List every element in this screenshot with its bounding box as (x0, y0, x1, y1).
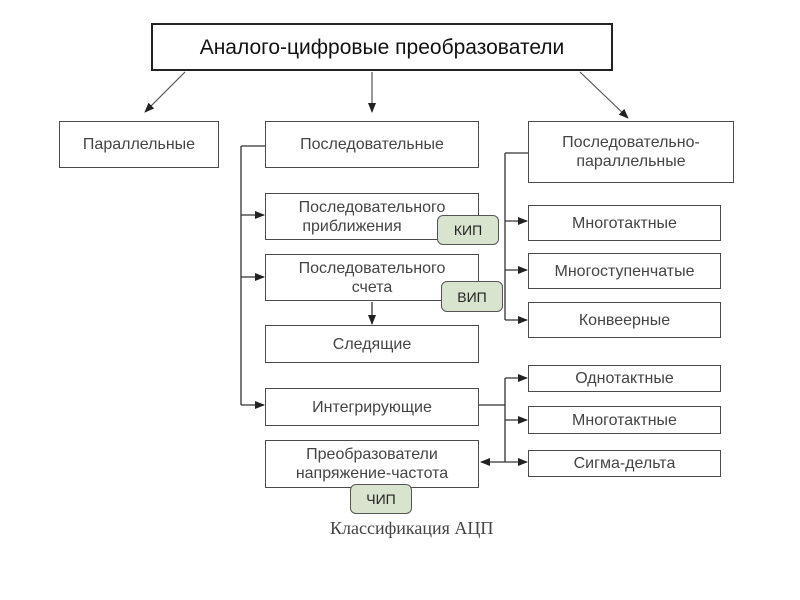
box-int-multicycle: Многотактные (528, 406, 721, 434)
box-sequential: Последовательные (265, 121, 479, 168)
badge-chip: ЧИП (350, 484, 412, 514)
badge-vip-text: ВИП (457, 288, 487, 305)
title-box: Аналого-цифровые преобразователи (151, 23, 613, 71)
box-single-cycle: Однотактные (528, 365, 721, 392)
title-text: Аналого-цифровые преобразователи (199, 35, 565, 59)
box-parallel: Параллельные (59, 121, 219, 168)
badge-kip-text: КИП (453, 222, 483, 238)
label-single-cycle: Однотактные (575, 370, 674, 387)
box-tracking: Следящие (265, 325, 479, 363)
label-count-2: счета (351, 278, 393, 296)
figure-caption: Классификация АЦП (330, 518, 494, 538)
label-seq-parallel-2: параллельные (576, 153, 686, 170)
label-integrating: Интегрирующие (312, 398, 432, 416)
label-approx-1: Последовательного (298, 198, 446, 216)
label-sigma-delta: Сигма-дельта (573, 455, 676, 472)
label-tracking: Следящие (332, 335, 412, 353)
label-approx-2: приближения (302, 217, 402, 235)
box-multistage: Многоступенчатые (528, 253, 721, 289)
label-count-1: Последовательного (298, 259, 446, 277)
badge-kip: КИП (437, 215, 499, 245)
badge-vip: ВИП (441, 281, 503, 312)
label-pipeline: Конвеерные (578, 311, 671, 329)
label-int-multicycle: Многотактные (572, 411, 677, 429)
label-multicycle: Многотактные (572, 214, 677, 232)
label-sequential: Последовательные (300, 136, 444, 153)
box-pipeline: Конвеерные (528, 302, 721, 338)
box-integrating: Интегрирующие (265, 388, 479, 426)
box-sigma-delta: Сигма-дельта (528, 450, 721, 477)
label-vf-1: Преобразователи (306, 446, 438, 463)
box-multicycle: Многотактные (528, 205, 721, 241)
badge-chip-text: ЧИП (366, 491, 396, 507)
box-seq-parallel: Последовательно- параллельные (528, 121, 734, 183)
box-voltage-frequency: Преобразователи напряжение-частота (265, 440, 479, 488)
label-multistage: Многоступенчатые (554, 262, 695, 280)
arrow-title-to-parallel (144, 71, 186, 113)
arrow-title-to-seq-parallel (579, 71, 629, 119)
label-parallel: Параллельные (82, 136, 196, 153)
label-seq-parallel-1: Последовательно- (562, 134, 700, 151)
label-vf-2: напряжение-частота (295, 465, 449, 482)
